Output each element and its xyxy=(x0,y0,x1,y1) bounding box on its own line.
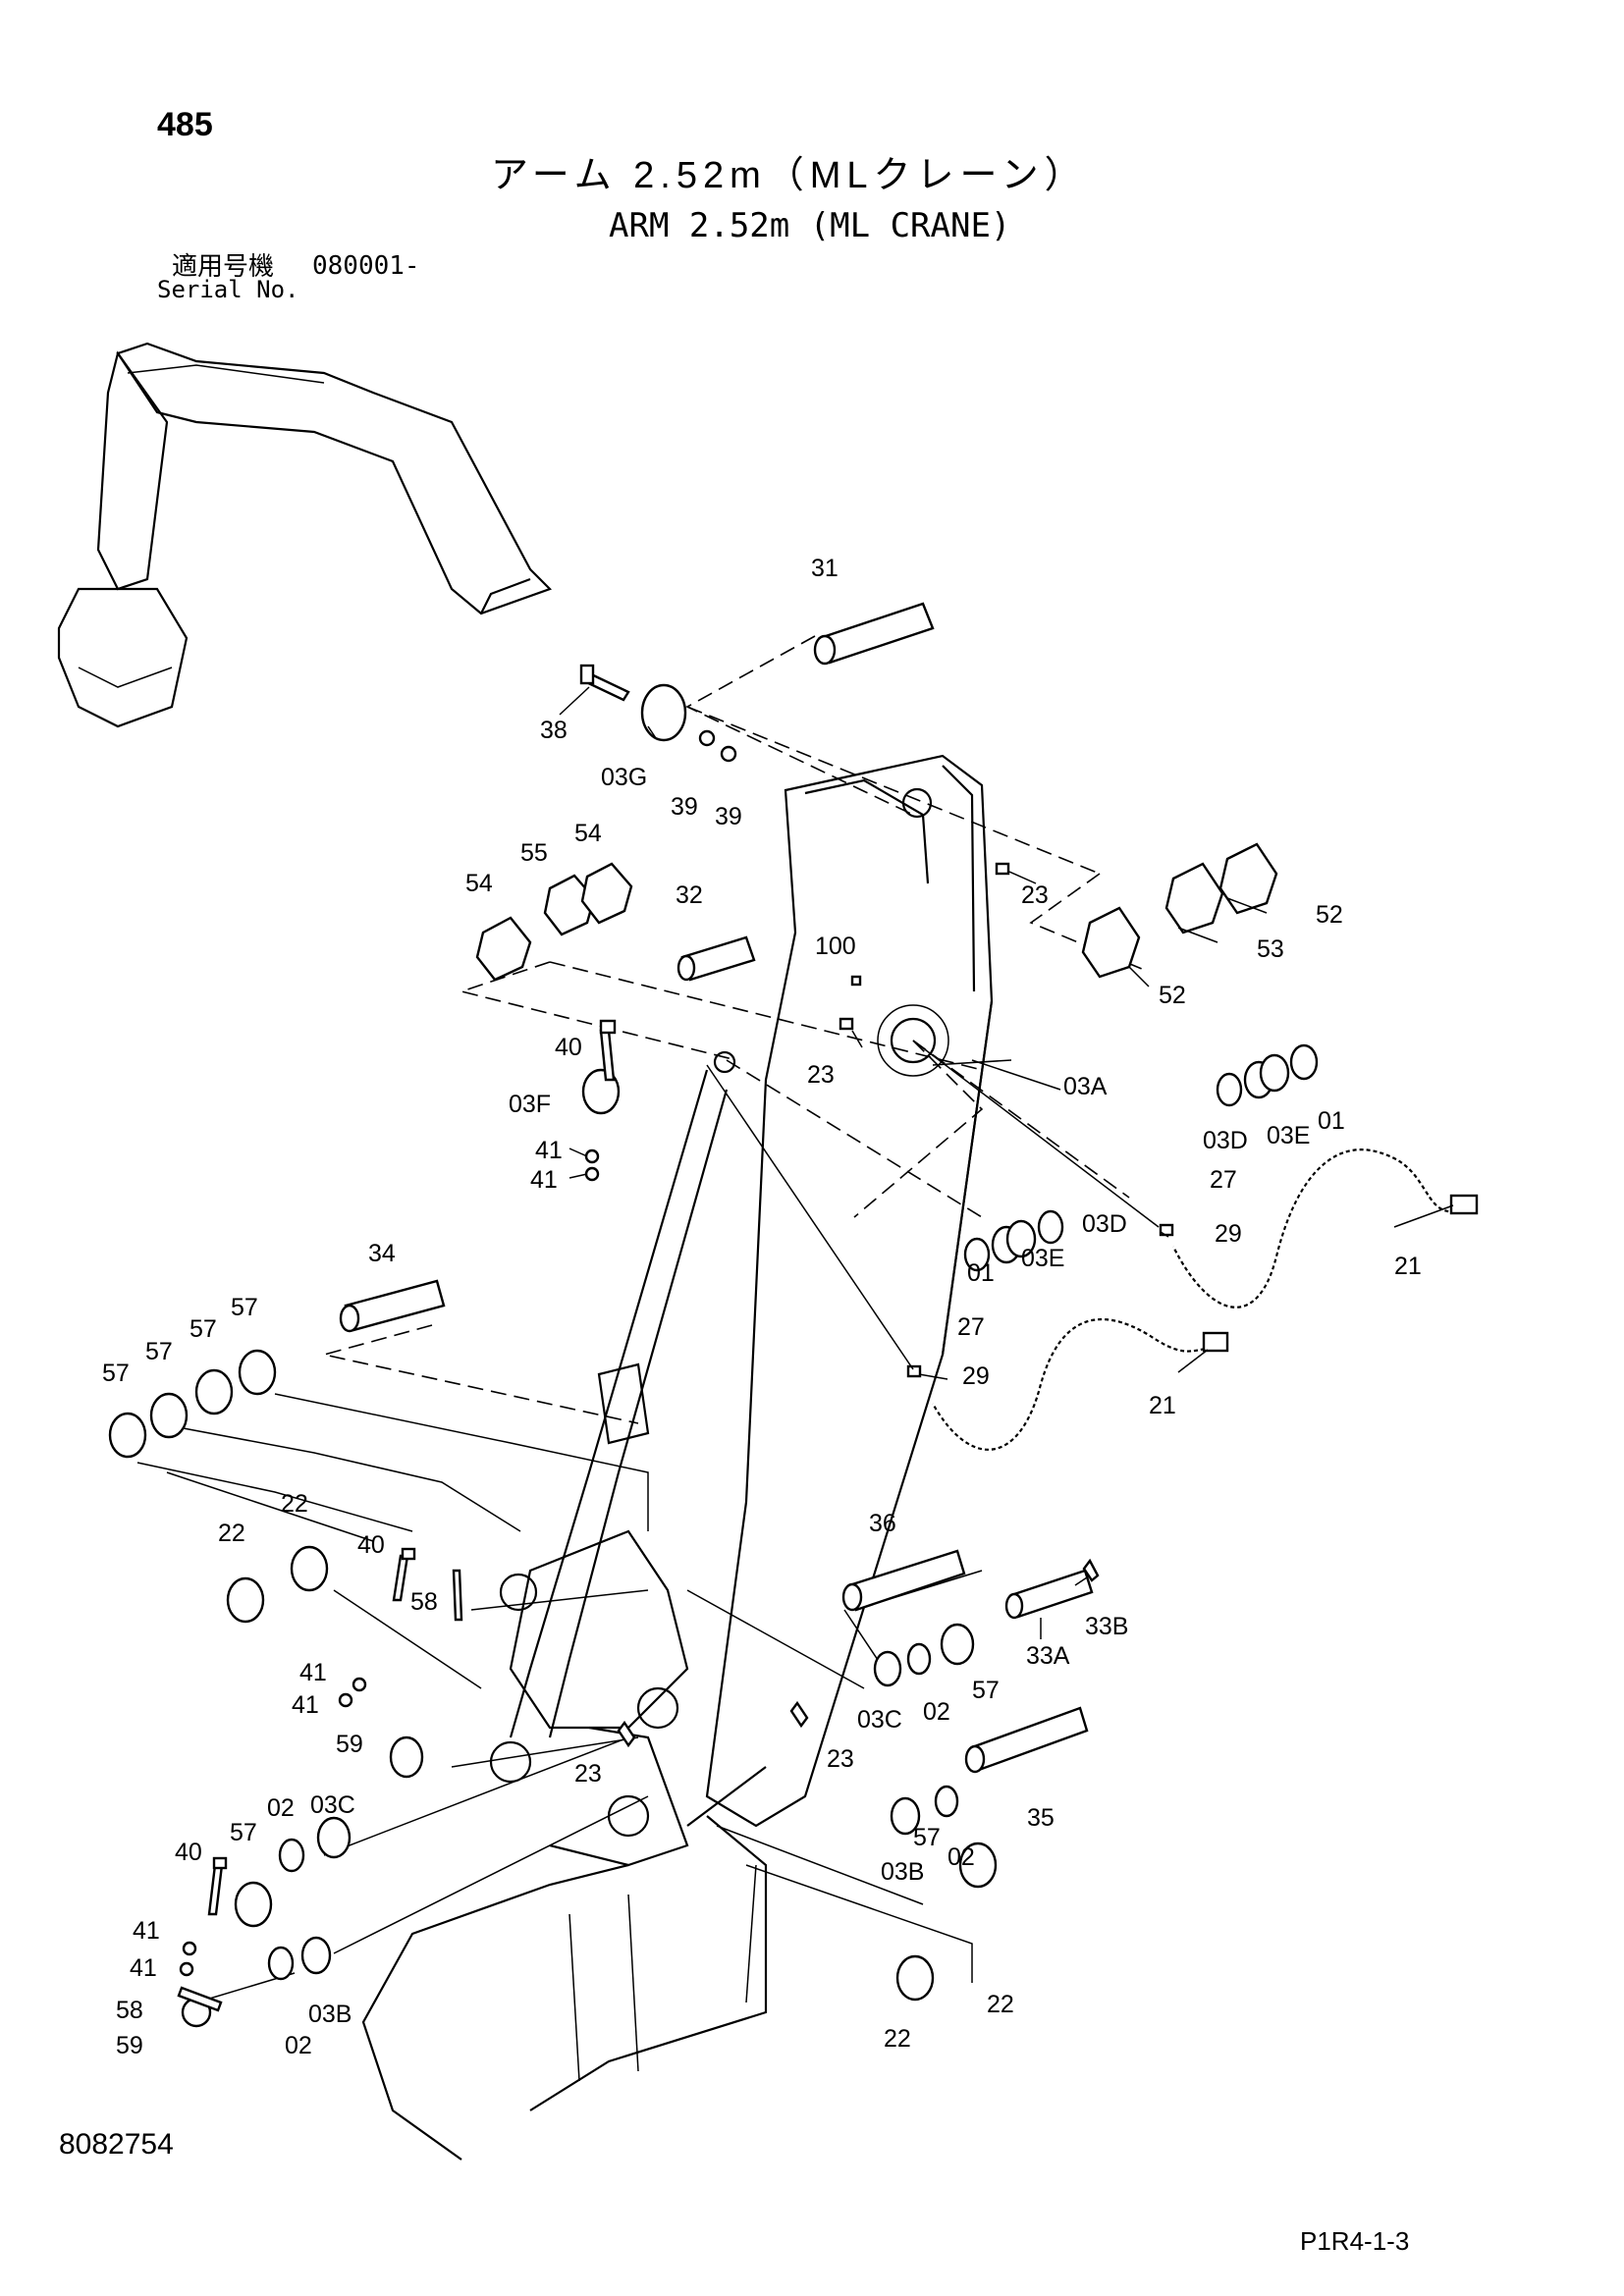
callout-100: 100 xyxy=(815,933,856,960)
callout-41-upper-1: 41 xyxy=(535,1137,563,1164)
callout-34: 34 xyxy=(368,1240,396,1267)
callout-40-upper: 40 xyxy=(555,1034,582,1061)
assembly-lines xyxy=(136,635,1150,2003)
callout-31: 31 xyxy=(811,555,839,582)
callout-58-upper: 58 xyxy=(410,1588,438,1616)
callout-23-bracket: 23 xyxy=(827,1745,854,1773)
callout-57-1: 57 xyxy=(102,1360,130,1387)
callout-21-upper: 21 xyxy=(1394,1253,1422,1280)
serial-label-english: Serial No. xyxy=(157,276,299,303)
pins xyxy=(339,602,1094,1774)
callout-41-lower-2: 41 xyxy=(130,1954,157,1982)
page-title-japanese: アーム 2.52m（MLクレーン） xyxy=(491,155,1088,196)
callout-22-middle: 22 xyxy=(281,1490,308,1518)
callout-52-lower: 52 xyxy=(1159,982,1186,1009)
callout-01-left: 01 xyxy=(967,1259,995,1287)
machine-thumbnail xyxy=(57,342,553,728)
callout-35: 35 xyxy=(1027,1804,1055,1832)
bolts-nuts-fittings xyxy=(177,664,1174,2012)
shims xyxy=(475,842,1278,982)
callout-29-upper: 29 xyxy=(1215,1220,1242,1248)
callout-40-lower: 40 xyxy=(175,1839,202,1866)
serial-label-japanese: 適用号機 xyxy=(172,251,275,281)
callout-39-left: 39 xyxy=(671,793,698,821)
callout-02-right-upper: 02 xyxy=(923,1698,950,1726)
callout-02-left-upper: 02 xyxy=(267,1794,295,1822)
callout-57-left-lower: 57 xyxy=(230,1819,257,1846)
callout-41-lower-1: 41 xyxy=(133,1917,160,1945)
arm-structure xyxy=(361,754,994,2161)
callout-03A: 03A xyxy=(1063,1073,1108,1100)
callout-03E-left: 03E xyxy=(1021,1245,1064,1272)
callout-labels: 31 38 03G 39 39 54 55 54 32 100 23 52 53… xyxy=(102,555,1422,2059)
callout-22-bottom-right: 22 xyxy=(987,1991,1014,2018)
callout-22-bottom-left: 22 xyxy=(884,2025,911,2053)
callout-03D-left: 03D xyxy=(1082,1210,1127,1238)
callout-23-middle: 23 xyxy=(807,1061,835,1089)
callout-27-lower: 27 xyxy=(957,1313,985,1341)
document-number: 8082754 xyxy=(59,2128,174,2161)
callout-03D-right: 03D xyxy=(1203,1127,1248,1154)
page-code: P1R4-1-3 xyxy=(1300,2226,1410,2256)
page-title-english: ARM 2.52m (ML CRANE) xyxy=(609,206,1011,245)
callout-27-upper: 27 xyxy=(1210,1166,1237,1194)
callout-02-left-lower: 02 xyxy=(285,2032,312,2059)
callout-02-right-lower: 02 xyxy=(947,1843,975,1871)
callout-39-right: 39 xyxy=(715,803,742,830)
callout-59-upper: 59 xyxy=(336,1731,363,1758)
callout-21-lower: 21 xyxy=(1149,1392,1176,1419)
callout-57-4: 57 xyxy=(231,1294,258,1321)
callout-29-lower: 29 xyxy=(962,1362,990,1390)
callout-23-bottom: 23 xyxy=(574,1760,602,1788)
callout-58-lower: 58 xyxy=(116,1997,143,2024)
callout-59-lower: 59 xyxy=(116,2032,143,2059)
callout-57-3: 57 xyxy=(189,1315,217,1343)
callout-03F: 03F xyxy=(509,1091,551,1118)
callout-54-right: 54 xyxy=(574,820,602,847)
serial-number-range: 080001- xyxy=(312,251,420,281)
callout-55: 55 xyxy=(520,839,548,867)
hoses xyxy=(706,1040,1479,1454)
callout-03C-left: 03C xyxy=(310,1791,355,1819)
callout-41-middle-1: 41 xyxy=(299,1659,327,1686)
callout-54-left: 54 xyxy=(465,870,493,897)
callout-03G: 03G xyxy=(601,764,647,791)
callout-03E-right: 03E xyxy=(1267,1122,1310,1149)
callout-52-upper: 52 xyxy=(1316,901,1343,929)
callout-03B-right: 03B xyxy=(881,1858,924,1886)
callout-57-right: 57 xyxy=(972,1677,1000,1704)
callout-57-lower-2: 57 xyxy=(913,1824,941,1851)
callout-33B: 33B xyxy=(1085,1613,1128,1640)
label-leaders xyxy=(559,686,1454,1639)
callout-36: 36 xyxy=(869,1510,896,1537)
callout-40-middle: 40 xyxy=(357,1531,385,1559)
callout-41-upper-2: 41 xyxy=(530,1166,558,1194)
callout-23-upper: 23 xyxy=(1021,881,1049,909)
bushings-and-rings xyxy=(108,683,1319,2028)
callout-03B-left: 03B xyxy=(308,2001,352,2028)
callout-01-right: 01 xyxy=(1318,1107,1345,1135)
callout-38: 38 xyxy=(540,717,568,744)
callout-41-middle-2: 41 xyxy=(292,1691,319,1719)
callout-22-left: 22 xyxy=(218,1520,245,1547)
callout-53: 53 xyxy=(1257,935,1284,963)
callout-57-2: 57 xyxy=(145,1338,173,1365)
callout-32: 32 xyxy=(676,881,703,909)
callout-03C-right: 03C xyxy=(857,1706,902,1734)
page-number: 485 xyxy=(157,106,213,143)
callout-33A: 33A xyxy=(1026,1642,1070,1670)
